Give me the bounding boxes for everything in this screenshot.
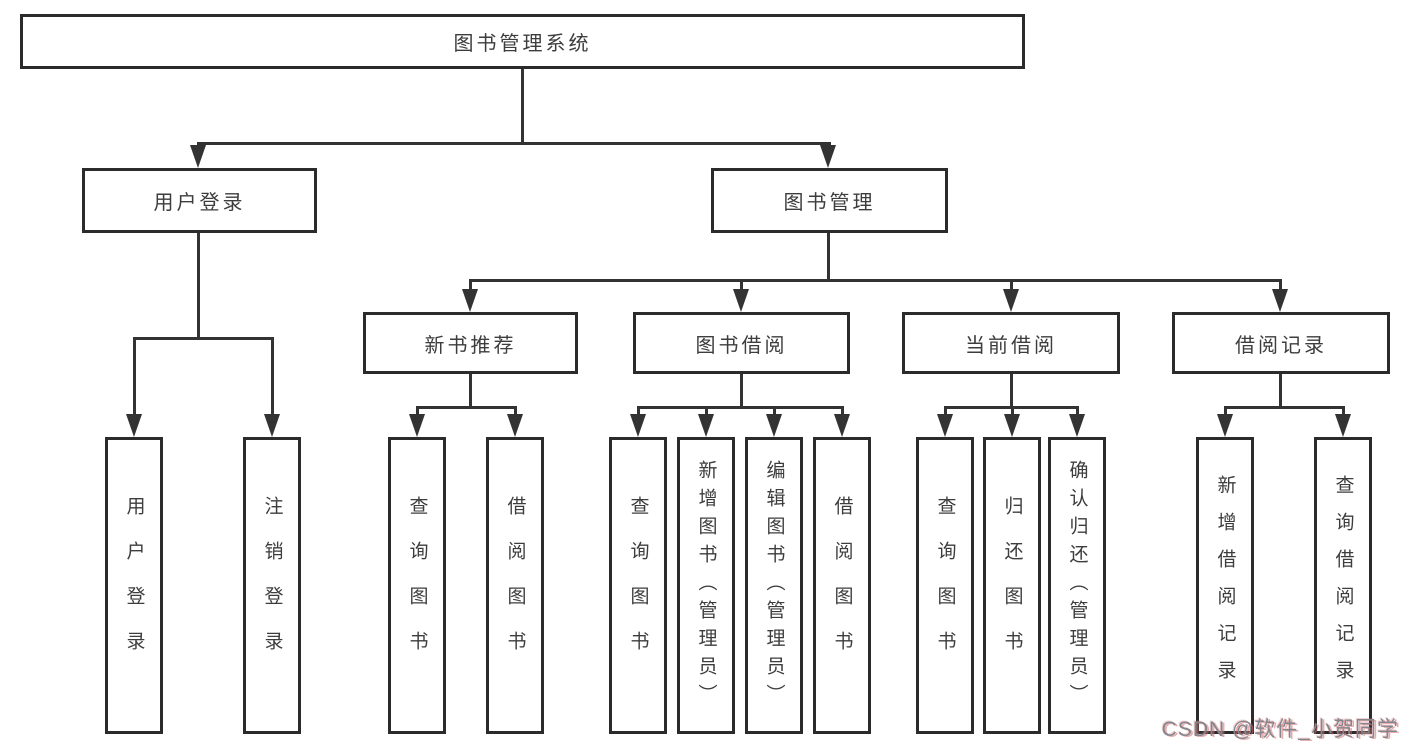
leaf-newbook-query: 查询图书 [388, 437, 446, 734]
leaf-newbook-borrow-label: 借阅图书 [504, 495, 526, 676]
leaf-confirm-return-admin: 确认归还（管理员） [1048, 437, 1106, 734]
arrow-down-icon [698, 414, 714, 437]
connector-drop [1279, 279, 1282, 291]
connector-borrow-stem [740, 374, 743, 406]
connector-userlogin-stem [197, 233, 200, 337]
arrow-down-icon [190, 145, 206, 168]
node-book-borrow-label: 图书借阅 [695, 334, 788, 357]
arrow-down-icon [1272, 289, 1288, 312]
leaf-add-borrow-record-label: 新增借阅记录 [1214, 474, 1236, 697]
leaf-logout-label: 注销登录 [261, 495, 283, 676]
node-user-login-label: 用户登录 [153, 192, 246, 214]
connector-record-rail [1224, 406, 1345, 409]
connector-drop [944, 406, 947, 418]
node-book-borrow: 图书借阅 [633, 312, 850, 374]
connector-drop [469, 279, 472, 291]
arrow-down-icon [820, 145, 836, 168]
arrow-down-icon [264, 414, 280, 437]
arrow-down-icon [1217, 414, 1233, 437]
node-book-management: 图书管理 [711, 168, 948, 233]
connector-drop [637, 406, 640, 418]
leaf-add-borrow-record: 新增借阅记录 [1196, 437, 1254, 734]
arrow-down-icon [462, 289, 478, 312]
node-book-management-label: 图书管理 [783, 192, 876, 214]
node-current-borrow-label: 当前借阅 [965, 334, 1057, 357]
connector-borrow-rail [637, 406, 844, 409]
connector-drop [773, 406, 776, 418]
leaf-user-login: 用户登录 [105, 437, 163, 734]
leaf-return-book-label: 归还图书 [1001, 495, 1023, 676]
connector-current-stem [1010, 374, 1013, 406]
connector-drop [1224, 406, 1227, 418]
leaf-newbook-borrow: 借阅图书 [486, 437, 544, 734]
node-user-login: 用户登录 [82, 168, 317, 233]
node-current-borrow: 当前借阅 [902, 312, 1120, 374]
leaf-borrow-book-label: 借阅图书 [831, 495, 853, 676]
leaf-add-book-admin-label: 新增图书（管理员） [695, 459, 717, 712]
connector-newbook-rail [416, 406, 517, 409]
connector-root-stem [521, 69, 524, 142]
connector-drop [740, 279, 743, 291]
connector-root-rail [197, 142, 831, 145]
leaf-query-borrow-record: 查询借阅记录 [1314, 437, 1372, 734]
connector-userlogin-rail [133, 337, 274, 340]
arrow-down-icon [1335, 414, 1351, 437]
leaf-user-login-label: 用户登录 [123, 495, 145, 676]
leaf-return-book: 归还图书 [983, 437, 1041, 734]
leaf-add-book-admin: 新增图书（管理员） [677, 437, 735, 734]
connector-drop [1010, 279, 1013, 291]
arrow-down-icon [733, 289, 749, 312]
leaf-current-query: 查询图书 [916, 437, 974, 734]
csdn-watermark: CSDN @软件_小贺同学 [1161, 718, 1399, 741]
connector-bookmgmt-rail [469, 279, 1282, 282]
arrow-down-icon [409, 414, 425, 437]
leaf-confirm-return-admin-label: 确认归还（管理员） [1066, 459, 1088, 712]
node-borrow-record-label: 借阅记录 [1235, 334, 1327, 357]
node-root-label: 图书管理系统 [453, 33, 592, 55]
connector-drop [1342, 406, 1345, 418]
arrow-down-icon [126, 414, 142, 437]
leaf-query-borrow-record-label: 查询借阅记录 [1332, 474, 1354, 697]
leaf-borrow-query-label: 查询图书 [627, 495, 649, 676]
connector-record-stem [1279, 374, 1282, 406]
connector-drop [416, 406, 419, 418]
connector-drop [705, 406, 708, 418]
leaf-logout: 注销登录 [243, 437, 301, 734]
arrow-down-icon [1069, 414, 1085, 437]
node-borrow-record: 借阅记录 [1172, 312, 1390, 374]
leaf-borrow-query: 查询图书 [609, 437, 667, 734]
connector-newbook-stem [469, 374, 472, 406]
leaf-current-query-label: 查询图书 [934, 495, 956, 676]
connector-bookmgmt-stem [827, 233, 830, 279]
arrow-down-icon [766, 414, 782, 437]
connector-drop [841, 406, 844, 418]
arrow-down-icon [630, 414, 646, 437]
connector-drop [271, 337, 274, 419]
node-new-book-recommend-label: 新书推荐 [424, 334, 517, 357]
arrow-down-icon [937, 414, 953, 437]
leaf-borrow-book: 借阅图书 [813, 437, 871, 734]
connector-drop [1076, 406, 1079, 418]
leaf-edit-book-admin: 编辑图书（管理员） [745, 437, 803, 734]
leaf-newbook-query-label: 查询图书 [406, 495, 428, 676]
connector-drop [133, 337, 136, 419]
arrow-down-icon [834, 414, 850, 437]
arrow-down-icon [1003, 289, 1019, 312]
node-new-book-recommend: 新书推荐 [363, 312, 578, 374]
arrow-down-icon [1004, 414, 1020, 437]
node-root: 图书管理系统 [20, 14, 1025, 69]
connector-drop [1011, 406, 1014, 418]
connector-drop [514, 406, 517, 418]
leaf-edit-book-admin-label: 编辑图书（管理员） [763, 459, 785, 712]
arrow-down-icon [507, 414, 523, 437]
